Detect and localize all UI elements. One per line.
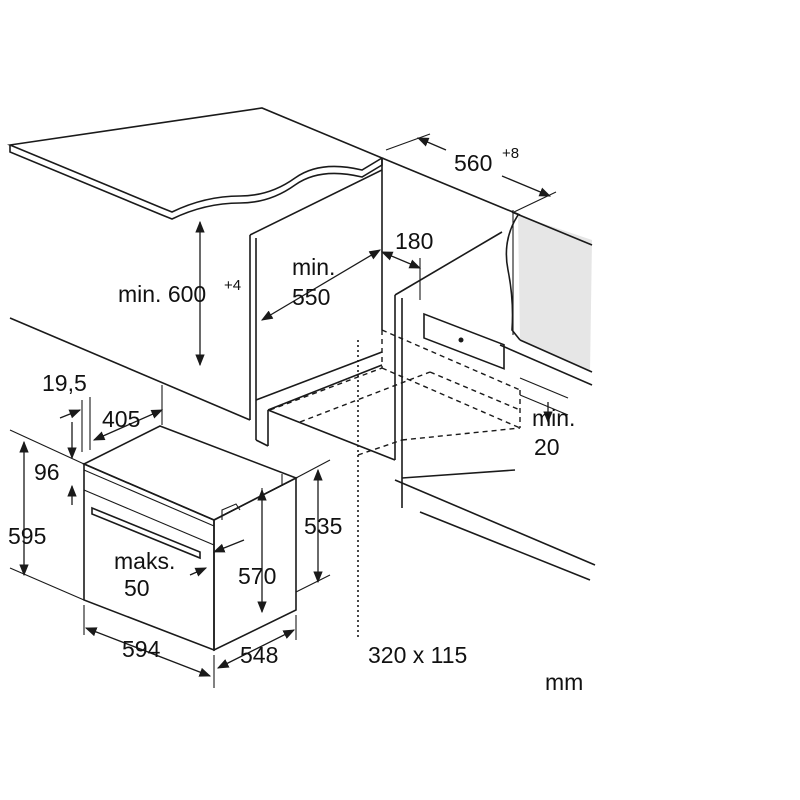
dimension-lines [9, 133, 569, 688]
label-depth-min-1: min. [292, 254, 335, 280]
label-panel-thickness: 19,5 [42, 370, 87, 396]
label-vent-size: 320 x 115 [368, 642, 467, 668]
label-control-height: 96 [34, 459, 60, 485]
label-countertop-height: min. 600 [118, 281, 206, 307]
label-unit: mm [545, 669, 583, 695]
label-depth-min-2: 550 [292, 284, 330, 310]
label-cavity-height: 570 [238, 563, 276, 589]
label-countertop-height-tol: +4 [224, 277, 241, 294]
hidden-cavity [269, 329, 521, 456]
label-gap-min-1: min. [532, 405, 575, 431]
label-top-depth: 405 [102, 406, 140, 432]
label-gap-min-2: 20 [534, 434, 560, 460]
countertop-right [499, 211, 593, 386]
countertop-left [7, 107, 384, 220]
label-vent-depth: 180 [395, 228, 433, 254]
dimension-labels: min. 600 +4 min. 550 560 +8 180 min. 20 … [8, 145, 583, 695]
oven-unit [82, 425, 298, 652]
cabinet-frame [9, 157, 596, 581]
vent-opening [423, 312, 505, 370]
label-oven-depth: 548 [240, 642, 278, 668]
label-oven-height: 595 [8, 523, 46, 549]
label-rear-height: 535 [304, 513, 342, 539]
label-oven-width: 594 [122, 636, 161, 662]
label-handle-max-2: 50 [124, 575, 150, 601]
label-width-top-tol: +8 [502, 145, 519, 162]
label-width-top: 560 [454, 150, 492, 176]
label-handle-max-1: maks. [114, 548, 175, 574]
vent-dot [458, 337, 464, 343]
